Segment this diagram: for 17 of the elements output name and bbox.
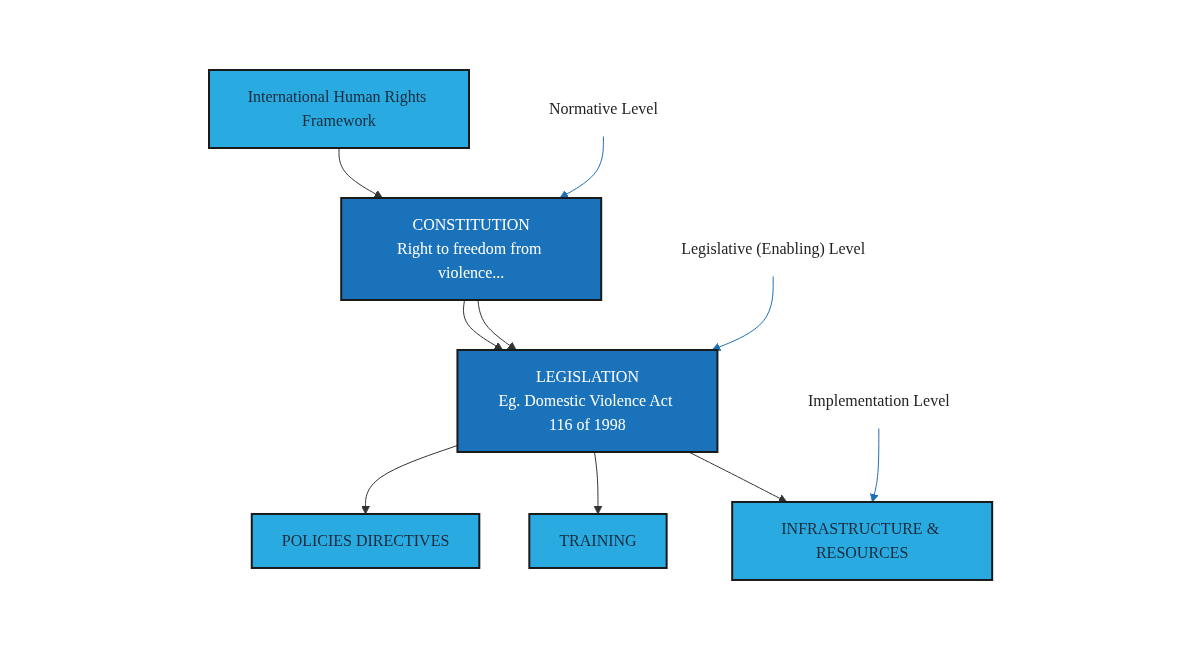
node-box: POLICIES DIRECTIVES [251, 513, 481, 569]
node-box: CONSTITUTION Right to freedom from violence... [340, 197, 603, 301]
arrow [870, 427, 880, 503]
node-text: Implementation Level [808, 391, 951, 409]
node-box: INFRASTRUCTURE & RESOURCES [731, 501, 994, 581]
arrow [712, 275, 775, 352]
node-box: TRAINING [528, 513, 669, 569]
node-text: Normative Level [549, 100, 659, 117]
arrow [338, 147, 384, 199]
node-box: LEGISLATION Eg. Domestic Violence Act 116 of 1998 [456, 349, 719, 453]
arrow [594, 451, 603, 515]
arrow [559, 135, 605, 199]
node-text: Legislative (Enabling) Level [681, 239, 866, 257]
arrow [688, 451, 788, 503]
node-box: International Human Rights Framework [208, 69, 471, 149]
arrow [463, 299, 504, 351]
arrow [477, 299, 517, 351]
